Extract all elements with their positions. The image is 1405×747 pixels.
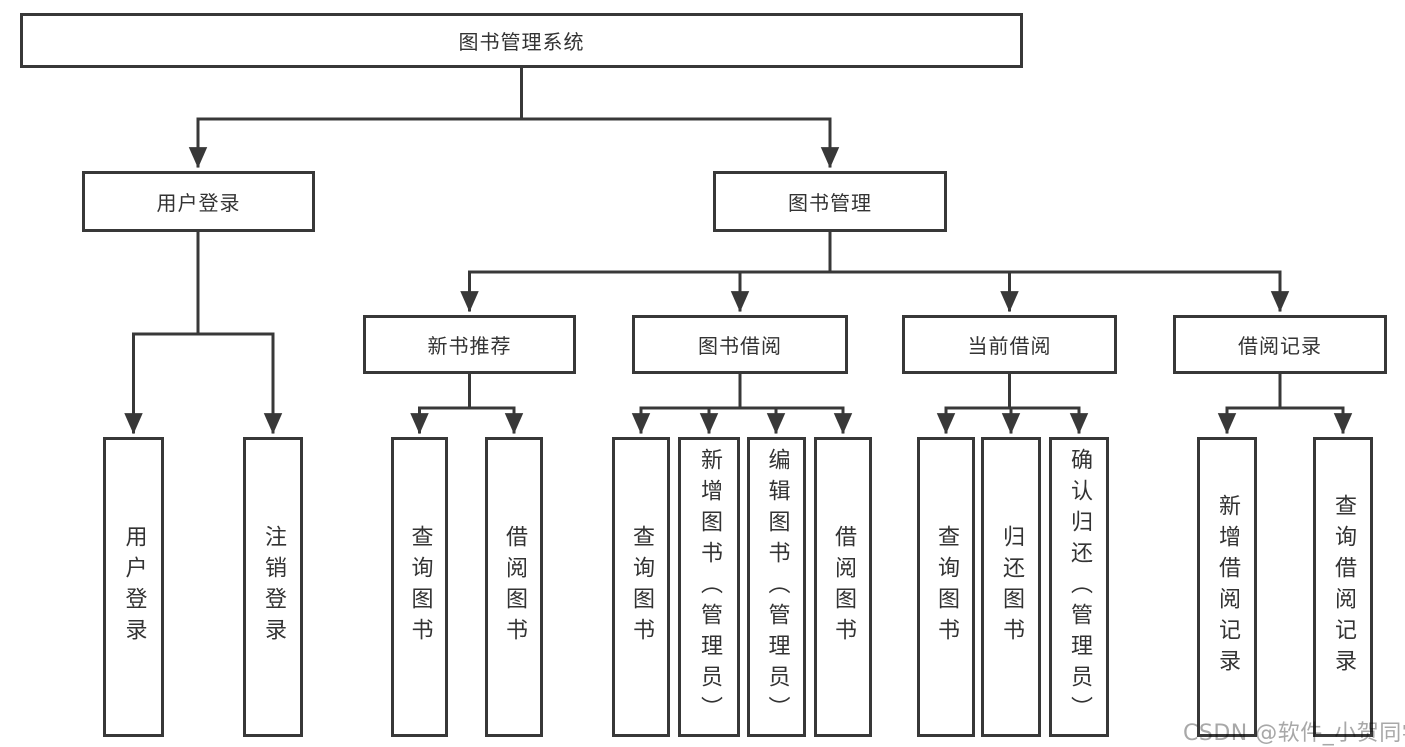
leaf-confirm-return-admin-label: 确认归还（管理员） (1067, 447, 1092, 727)
watermark: CSDN @软件_小贺同学 (1183, 721, 1405, 746)
leaf-add-book-admin: 新增图书（管理员） (678, 437, 740, 737)
leaf-logout-label: 注销登录 (261, 525, 286, 649)
leaf-user-login: 用户登录 (103, 437, 164, 737)
leaf-edit-book-admin-label: 编辑图书（管理员） (764, 447, 790, 727)
node-current-borrow: 当前借阅 (902, 315, 1117, 374)
leaf-return-book-label: 归还图书 (999, 525, 1024, 649)
leaf-add-book-admin-label: 新增图书（管理员） (697, 447, 722, 727)
node-borrow-records-label: 借阅记录 (1238, 334, 1322, 358)
leaf-edit-book-admin: 编辑图书（管理员） (747, 437, 806, 737)
node-borrow-records: 借阅记录 (1173, 315, 1387, 374)
node-book-management: 图书管理 (713, 171, 947, 232)
leaf-borrow-books-2-label: 借阅图书 (831, 525, 856, 649)
leaf-query-books-3-label: 查询图书 (934, 525, 959, 649)
node-user-login-label: 用户登录 (156, 191, 241, 215)
leaf-query-borrow-record: 查询借阅记录 (1313, 437, 1373, 737)
node-root-label: 图书管理系统 (458, 30, 585, 54)
node-book-borrow: 图书借阅 (632, 315, 848, 374)
leaf-add-borrow-record-label: 新增借阅记录 (1215, 494, 1240, 680)
node-current-borrow-label: 当前借阅 (967, 334, 1052, 358)
leaf-query-borrow-record-label: 查询借阅记录 (1331, 494, 1356, 680)
leaf-borrow-books-1: 借阅图书 (485, 437, 543, 737)
leaf-query-books-3: 查询图书 (917, 437, 975, 737)
leaf-query-books-2: 查询图书 (612, 437, 670, 737)
node-new-book-recommend: 新书推荐 (363, 315, 576, 374)
node-user-login: 用户登录 (82, 171, 315, 232)
leaf-borrow-books-1-label: 借阅图书 (502, 525, 527, 649)
node-root: 图书管理系统 (20, 13, 1023, 68)
leaf-query-books-1: 查询图书 (391, 437, 448, 737)
leaf-confirm-return-admin: 确认归还（管理员） (1049, 437, 1109, 737)
leaf-borrow-books-2: 借阅图书 (814, 437, 872, 737)
leaf-add-borrow-record: 新增借阅记录 (1197, 437, 1257, 737)
leaf-query-books-2-label: 查询图书 (629, 525, 654, 649)
node-book-borrow-label: 图书借阅 (698, 334, 782, 358)
leaf-logout: 注销登录 (243, 437, 303, 737)
node-book-management-label: 图书管理 (788, 191, 872, 215)
leaf-user-login-label: 用户登录 (121, 525, 147, 649)
leaf-query-books-1-label: 查询图书 (407, 525, 433, 649)
node-new-book-recommend-label: 新书推荐 (427, 334, 512, 358)
leaf-return-book: 归还图书 (981, 437, 1041, 737)
